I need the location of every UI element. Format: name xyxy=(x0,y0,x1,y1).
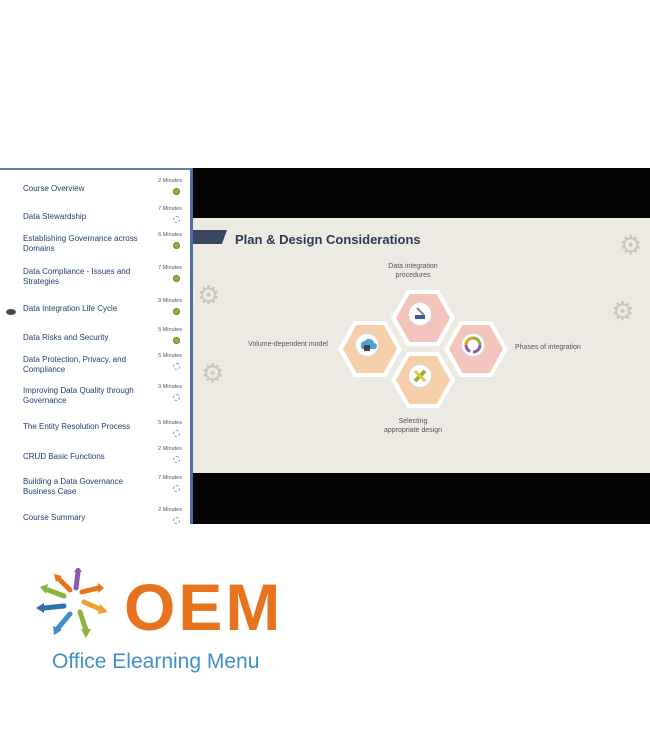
tools-icon xyxy=(408,302,432,326)
video-player[interactable]: Plan & Design Considerations ⚙ ⚙ ⚙ ⚙ xyxy=(193,168,650,524)
incomplete-status-icon xyxy=(173,456,180,463)
completed-status-icon xyxy=(173,337,180,344)
lesson-duration: 7 Minutes xyxy=(158,265,182,271)
title-banner xyxy=(193,230,227,244)
current-lesson-icon xyxy=(6,309,16,315)
completed-status-icon xyxy=(173,188,180,195)
lesson-duration: 2 Minutes xyxy=(158,446,182,452)
slide-title: Plan & Design Considerations xyxy=(235,232,421,247)
hex-selecting-design xyxy=(391,352,455,408)
lesson-duration: 5 Minutes xyxy=(158,353,182,359)
lesson-title[interactable]: Course Overview xyxy=(23,184,85,193)
lesson-title[interactable]: Data Compliance - Issues and Strategies xyxy=(23,267,131,286)
lesson-title[interactable]: CRUD Basic Functions xyxy=(23,452,105,461)
hex-phases xyxy=(444,321,508,377)
lesson-duration: 7 Minutes xyxy=(158,206,182,212)
incomplete-status-icon xyxy=(173,430,180,437)
lesson-item[interactable]: The Entity Resolution Process 5 Minutes xyxy=(0,420,190,450)
logo-subtitle: Office Elearning Menu xyxy=(52,650,260,673)
lesson-item[interactable]: Data Compliance - Issues and Strategies 7… xyxy=(0,265,190,295)
incomplete-status-icon xyxy=(173,517,180,524)
oem-logo: OEM Office Elearning Menu xyxy=(32,568,302,683)
decor-gear-icon: ⚙ xyxy=(197,280,221,310)
completed-status-icon xyxy=(173,308,180,315)
incomplete-status-icon xyxy=(173,485,180,492)
lesson-title[interactable]: Improving Data Quality through Governanc… xyxy=(23,386,134,405)
lesson-title[interactable]: The Entity Resolution Process xyxy=(23,422,131,431)
incomplete-status-icon xyxy=(173,394,180,401)
hex-volume-model xyxy=(338,321,402,377)
lesson-item[interactable]: CRUD Basic Functions 2 Minutes xyxy=(0,446,190,476)
lesson-duration: 5 Minutes xyxy=(158,420,182,426)
lesson-duration: 2 Minutes xyxy=(158,507,182,513)
lesson-duration: 9 Minutes xyxy=(158,384,182,390)
lesson-duration: 6 Minutes xyxy=(158,232,182,238)
lesson-duration: 2 Minutes xyxy=(158,178,182,184)
lesson-title[interactable]: Data Protection, Privacy, and Compliance xyxy=(23,355,127,374)
cloud-server-icon xyxy=(355,333,379,357)
label-selecting-design: Selecting appropriate design xyxy=(384,418,442,434)
lesson-title[interactable]: Data Risks and Security xyxy=(23,333,109,342)
lesson-title[interactable]: Data Stewardship xyxy=(23,212,87,221)
cycle-icon xyxy=(461,333,485,357)
lesson-item[interactable]: Course Summary 2 Minutes xyxy=(0,507,190,537)
lesson-duration: 9 Minutes xyxy=(158,298,182,304)
lesson-item[interactable]: Data Risks and Security 5 Minutes xyxy=(0,327,190,357)
lesson-title[interactable]: Building a Data Governance Business Case xyxy=(23,477,124,496)
lesson-title[interactable]: Course Summary xyxy=(23,513,86,522)
lesson-duration: 7 Minutes xyxy=(158,475,182,481)
label-phases: Phases of integration xyxy=(515,344,581,351)
completed-status-icon xyxy=(173,242,180,249)
lesson-item[interactable]: Establishing Governance across Domains 6 … xyxy=(0,232,190,262)
lesson-item[interactable]: Data Protection, Privacy, and Compliance… xyxy=(0,353,190,383)
completed-status-icon xyxy=(173,275,180,282)
pencil-ruler-icon xyxy=(408,364,432,388)
lesson-title[interactable]: Establishing Governance across Domains xyxy=(23,234,138,253)
lesson-item[interactable]: Improving Data Quality through Governanc… xyxy=(0,384,190,414)
lesson-duration: 5 Minutes xyxy=(158,327,182,333)
lesson-item[interactable]: Course Overview 2 Minutes xyxy=(0,178,190,208)
incomplete-status-icon xyxy=(173,216,180,223)
slide: Plan & Design Considerations ⚙ ⚙ ⚙ ⚙ xyxy=(193,218,650,473)
lesson-item[interactable]: Data Integration Life Cycle 9 Minutes xyxy=(0,298,190,328)
hex-integration-procedures xyxy=(391,290,455,346)
lesson-item[interactable]: Building a Data Governance Business Case… xyxy=(0,475,190,505)
label-volume-model: Volume-dependent model xyxy=(248,341,328,348)
incomplete-status-icon xyxy=(173,363,180,370)
arrows-logo-icon xyxy=(36,568,108,638)
lesson-item[interactable]: Data Stewardship 7 Minutes xyxy=(0,206,190,236)
decor-gear-icon: ⚙ xyxy=(201,358,225,388)
decor-gear-icon: ⚙ xyxy=(611,296,635,326)
lesson-title[interactable]: Data Integration Life Cycle xyxy=(23,304,118,313)
decor-gear-icon: ⚙ xyxy=(619,230,643,260)
logo-text: OEM xyxy=(124,570,284,644)
label-integration-procedures: Data integration procedures xyxy=(388,263,438,279)
